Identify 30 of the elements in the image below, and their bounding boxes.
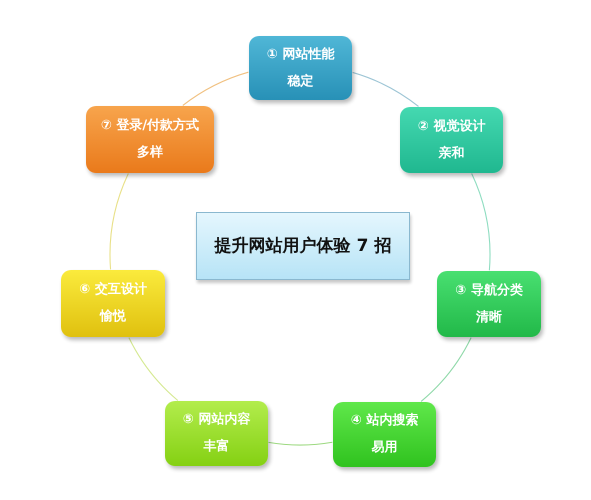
arc-line (268, 442, 332, 446)
arc-line (182, 72, 249, 106)
rounded-box (400, 107, 503, 173)
box-text: 多样 (137, 145, 163, 161)
box-heading: ② 视觉设计 (418, 118, 486, 134)
box-text: 易用 (372, 440, 398, 456)
box-heading: ③ 导航分类 (455, 282, 523, 298)
box-text: 愉悦 (100, 309, 126, 325)
arc-line (471, 173, 490, 270)
box-heading: ⑥ 交互设计 (79, 282, 147, 298)
title-text: 提升网站用户体验 7 招 (214, 236, 392, 256)
arc-line (420, 337, 472, 402)
rounded-box (86, 106, 214, 173)
box-heading: ⑦ 登录/付款方式 (100, 118, 200, 134)
box-text: 丰富 (204, 439, 230, 455)
rounded-box (333, 402, 436, 467)
arc-line (128, 337, 178, 401)
arc-line (110, 173, 129, 270)
box-text: 稳定 (288, 74, 314, 90)
rounded-box (249, 36, 352, 100)
box-text: 清晰 (476, 310, 502, 326)
box-heading: ④ 站内搜索 (350, 413, 418, 429)
box-text: 亲和 (438, 146, 464, 162)
rounded-box (437, 271, 541, 337)
title-box (196, 212, 410, 280)
arc-line (352, 72, 419, 107)
rounded-box (61, 270, 165, 337)
box-heading: ⑤ 网站内容 (182, 412, 250, 428)
box-heading: ① 网站性能 (266, 46, 334, 62)
rounded-box (165, 401, 268, 466)
